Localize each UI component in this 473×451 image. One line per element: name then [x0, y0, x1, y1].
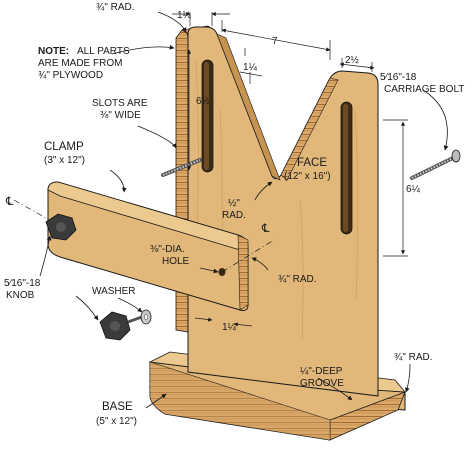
slots-label-1: SLOTS ARE: [92, 98, 148, 109]
face-board: [175, 25, 379, 397]
top-width-dim: 1¼: [177, 9, 192, 21]
bolt-label-2: CARRIAGE BOLT: [384, 84, 464, 95]
carriage-bolt-right: [410, 149, 461, 180]
half-rad-2: RAD.: [222, 210, 246, 221]
base-title: BASE: [102, 401, 133, 413]
top-rad-label: ¾" RAD.: [96, 2, 135, 13]
note-line-3: ¾" PLYWOOD: [38, 70, 103, 81]
v-width-dim: 7: [272, 36, 278, 47]
groove-label-2: GROOVE: [300, 378, 344, 389]
centerline-symbol-left: ℄: [5, 196, 14, 208]
hole-label-2: HOLE: [162, 256, 190, 267]
groove-label-1: ¼"-DEEP: [300, 365, 343, 377]
note-line-1: ALL PARTS: [77, 46, 130, 57]
knob-top: [45, 213, 77, 241]
clamp-size: (3" x 12"): [44, 155, 85, 166]
slots-label-2: ⅜" WIDE: [100, 110, 141, 121]
base-size: (5" x 12"): [96, 416, 137, 427]
knob-label-2: KNOB: [6, 290, 35, 301]
v-offset-dim: 1¼: [243, 61, 258, 73]
right-slot-dim: 6¼: [406, 183, 421, 195]
leader-lines: [39, 11, 449, 409]
dimension-lines: [13, 11, 408, 327]
face-title: FACE: [297, 157, 327, 169]
bolt-label-1: 5⁄16"-18: [380, 72, 417, 83]
slot-gap-dim: 1¼: [222, 321, 237, 333]
washer: [140, 309, 152, 325]
note-line-2: ARE MADE FROM: [38, 58, 122, 69]
note-prefix: NOTE:: [38, 46, 69, 57]
right-top-dim: 2½: [345, 55, 360, 66]
carriage-bolt-left: [161, 158, 202, 177]
clamp-title: CLAMP: [44, 141, 84, 153]
face-size: (12" x 16"): [284, 171, 331, 182]
half-rad-1: ½": [228, 198, 240, 209]
slot-length-dim: 6½: [196, 96, 211, 107]
clamp-board: [47, 181, 249, 311]
annotation-labels: ¾" RAD. 1¼ 7 1¼ 2½ NOTE: ALL PARTS ARE M…: [4, 2, 464, 427]
knob-label-1: 5⁄16"-18: [4, 278, 41, 289]
centerline-symbol-mid: ℄: [261, 223, 270, 235]
base-corner-rad: ¾" RAD.: [394, 352, 433, 363]
face-corner-rad: ¾" RAD.: [278, 274, 317, 285]
washer-label: WASHER: [92, 286, 136, 297]
hole-label-1: ⅜"-DIA.: [150, 244, 185, 255]
